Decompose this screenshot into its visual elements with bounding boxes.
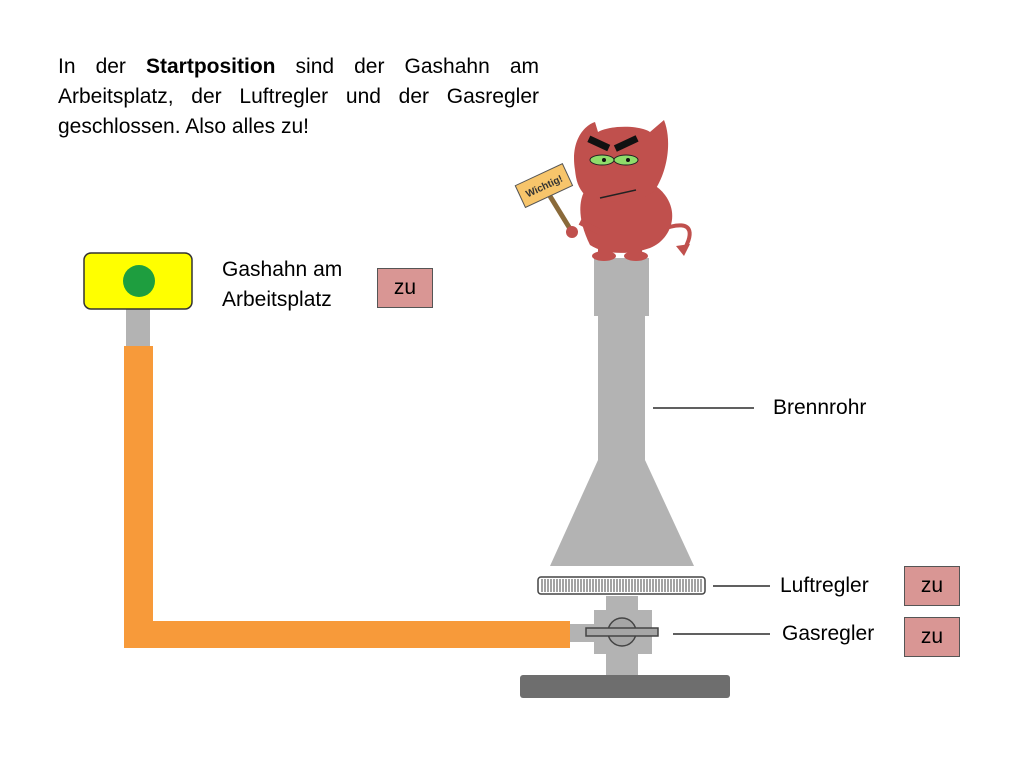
brennrohr-label: Brennrohr (773, 396, 867, 419)
burner-base (520, 675, 730, 698)
burner-tube (550, 258, 694, 566)
gashahn-label-line1: Gashahn am (222, 258, 343, 281)
gasregler-state-button[interactable]: zu (904, 617, 960, 657)
gas-tap-icon[interactable] (83, 252, 193, 310)
devil-mascot-icon: Wichtig! (514, 120, 692, 261)
luftregler-state-button[interactable]: zu (904, 566, 960, 606)
gashahn-state-button[interactable]: zu (377, 268, 433, 308)
gas-valve-icon[interactable] (570, 596, 659, 676)
tap-connector (126, 305, 150, 349)
gashahn-label-line2: Arbeitsplatz (222, 288, 332, 311)
air-regulator-ring[interactable] (537, 576, 706, 595)
intro-part1: In der (58, 55, 146, 78)
luftregler-label: Luftregler (780, 574, 869, 597)
intro-text: In der Startposition sind der Gashahn am… (58, 52, 539, 142)
intro-bold: Startposition (145, 55, 276, 78)
gasregler-label: Gasregler (782, 622, 875, 645)
intro-part2: sind der Gashahn am Arbeitsplatz, der Lu… (58, 55, 539, 138)
gashahn-label: Gashahn am Arbeitsplatz (222, 255, 342, 315)
gas-hose (124, 346, 570, 648)
